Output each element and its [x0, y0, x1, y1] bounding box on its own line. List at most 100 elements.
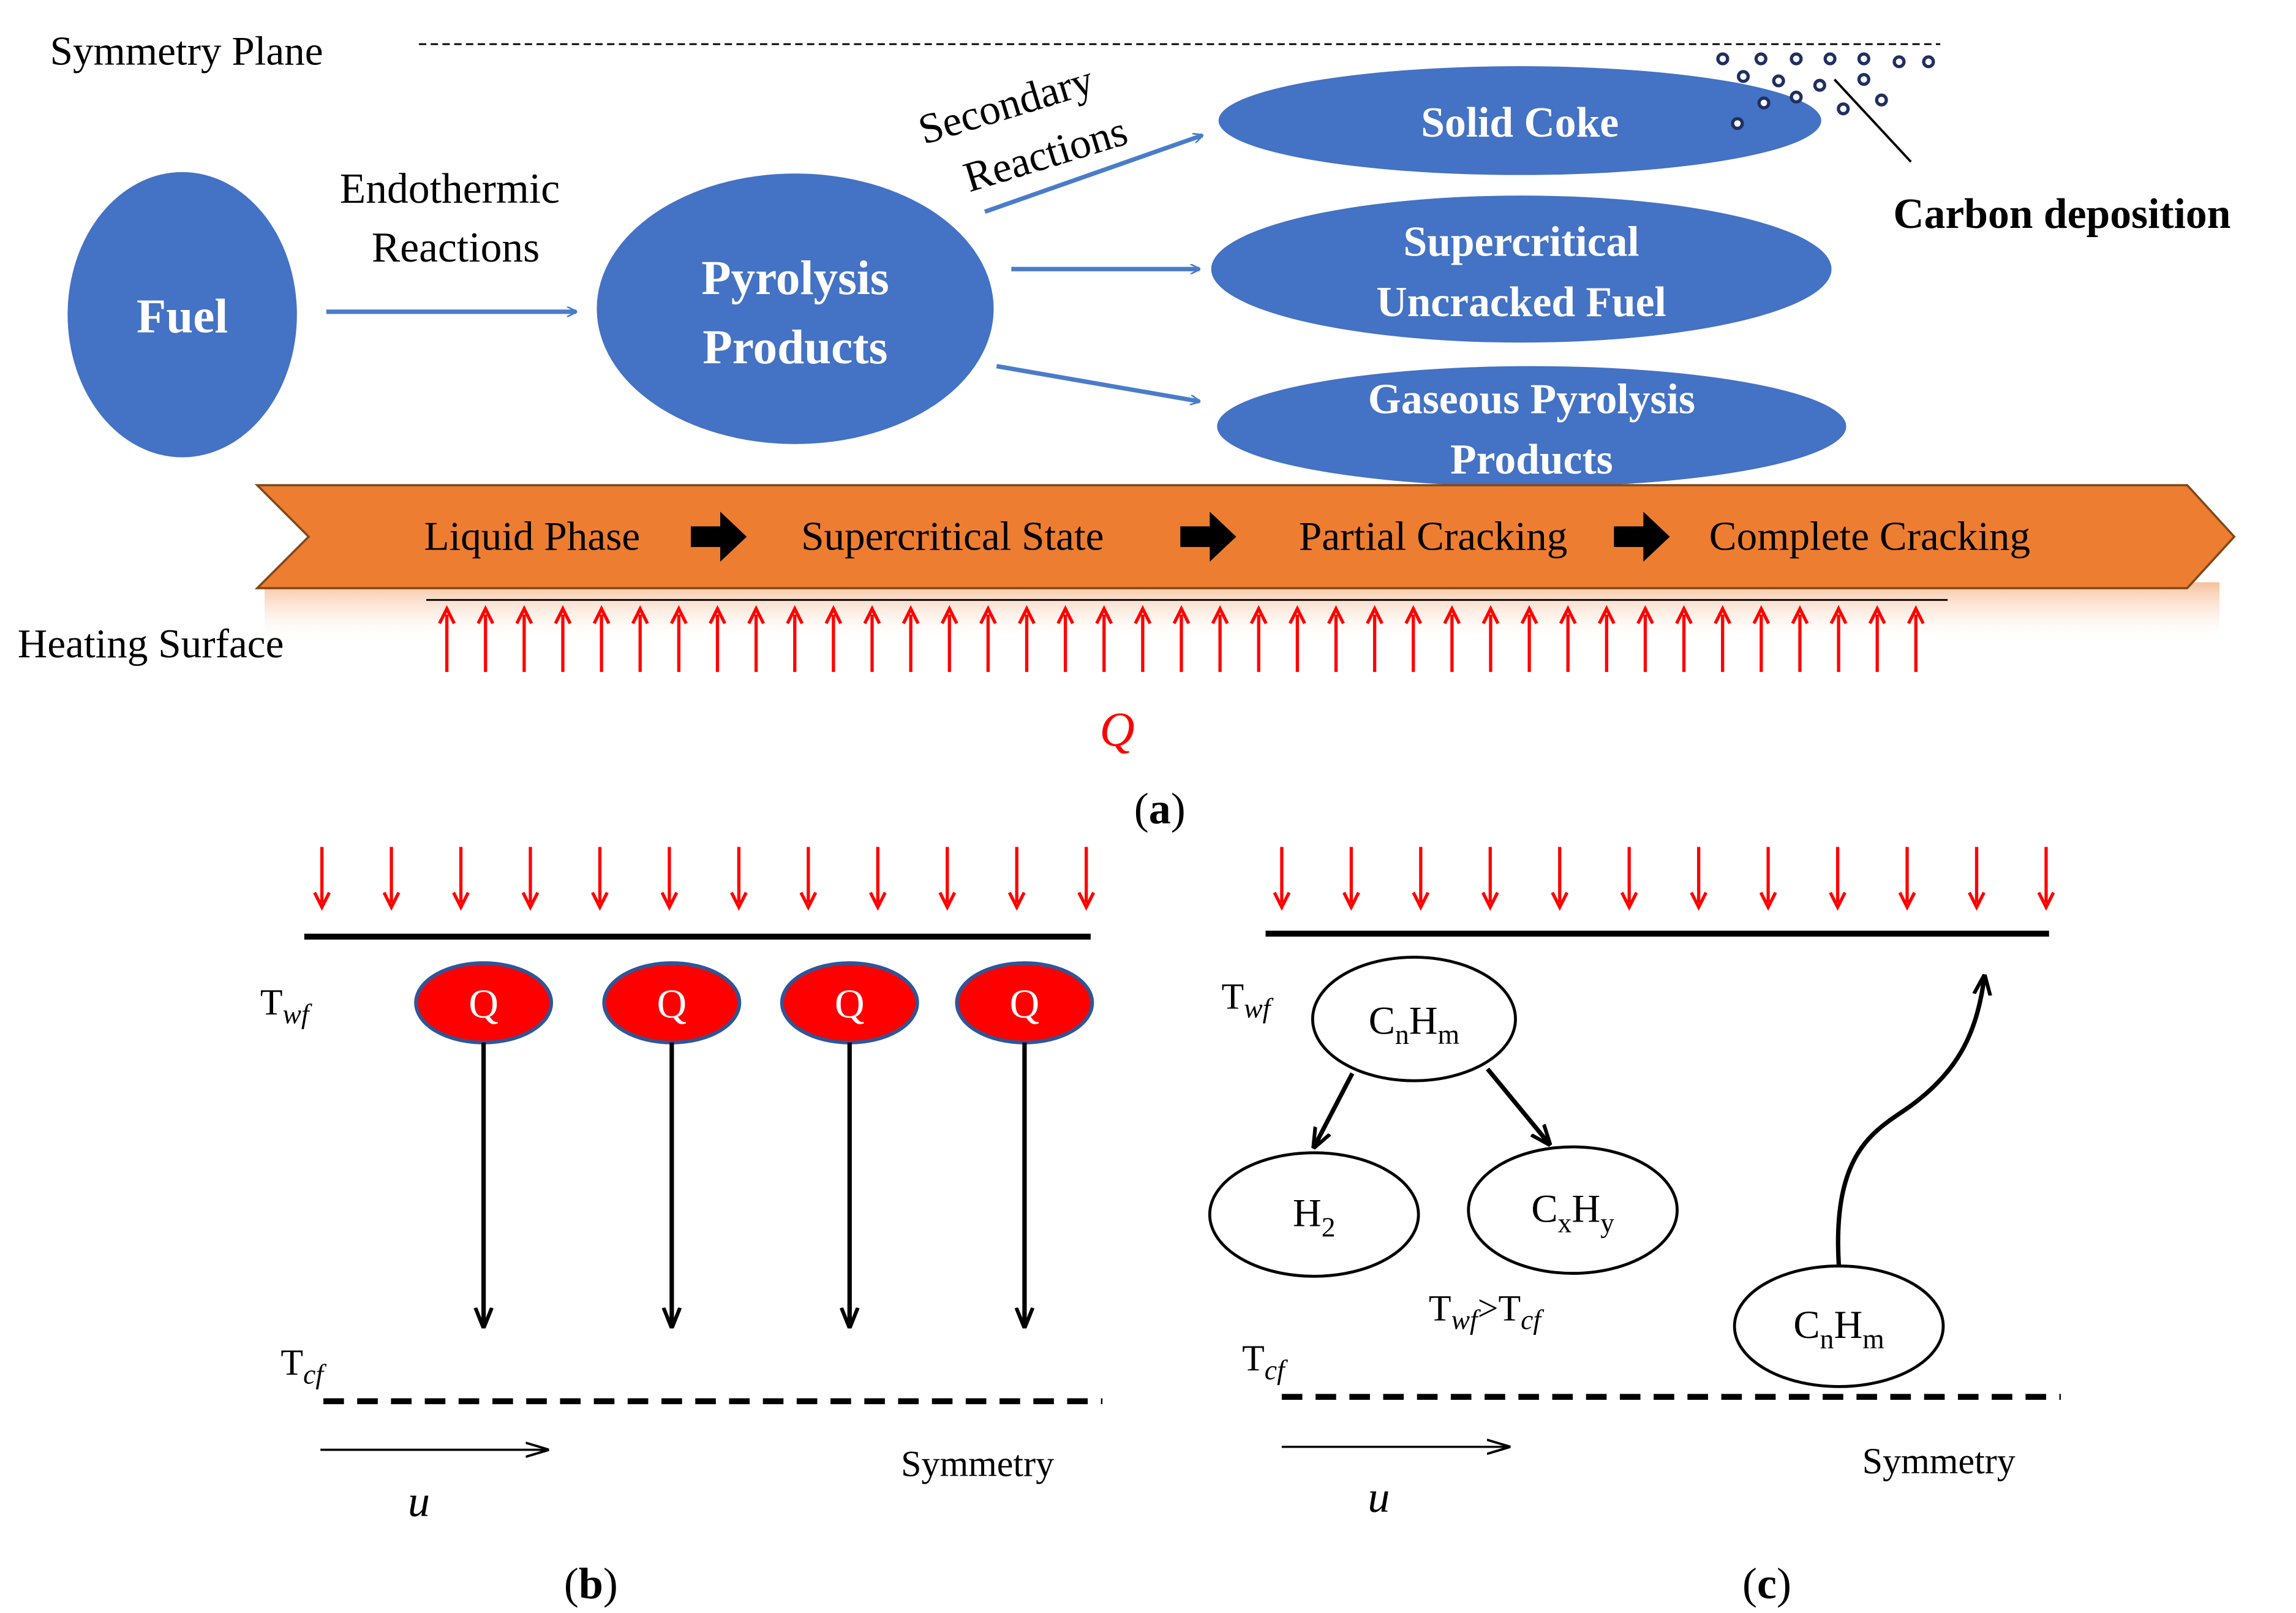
supercritical-label-line1: Supercritical: [1403, 219, 1639, 266]
t-core-label-c: Tcf: [1242, 1338, 1288, 1385]
heat-arrow-down: [1551, 847, 1569, 911]
pyrolysis-label-line1: Pyrolysis: [701, 251, 889, 305]
heat-arrow-up: [863, 605, 881, 672]
cnhm-label-core: CnHm: [1793, 1303, 1884, 1354]
cnhm-label-wall: CnHm: [1369, 999, 1459, 1050]
panel-a: Symmetry Plane Fuel Endothermic Reaction…: [18, 28, 2236, 833]
heat-arrow-up: [1752, 605, 1771, 672]
heat-arrow-up: [979, 605, 997, 672]
solid-coke-ellipse: [1218, 66, 1821, 175]
heat-arrow-down: [1007, 847, 1026, 911]
coke-particle: [1790, 52, 1803, 66]
secondary-reactions-label: Secondary Reactions: [913, 56, 1133, 202]
coke-particle: [1757, 96, 1771, 110]
coke-particle: [1731, 117, 1744, 130]
heat-arrow-up: [1056, 605, 1074, 672]
cnhm-molecule-wall: [1311, 956, 1517, 1082]
velocity-label-c: u: [1368, 1472, 1390, 1521]
heat-packet: Q: [414, 961, 554, 1326]
heat-arrow-down: [1077, 847, 1096, 911]
heat-packet: Q: [955, 961, 1094, 1326]
heat-arrow-up: [1095, 605, 1113, 672]
cxhy-molecule: [1467, 1145, 1679, 1275]
heat-arrow-down: [1481, 847, 1499, 911]
fuel-label: Fuel: [137, 289, 228, 343]
heat-flux-arrows-up: [438, 605, 1925, 672]
heat-arrow-down: [938, 847, 957, 911]
heat-arrow-up: [1597, 605, 1616, 672]
heat-arrow-up: [709, 605, 726, 672]
h2-molecule: [1208, 1151, 1420, 1278]
endothermic-label-line1: Endothermic: [340, 165, 560, 213]
heat-arrow-down: [313, 847, 331, 911]
coke-particle: [1736, 70, 1750, 83]
fuel-ellipse: [67, 172, 297, 458]
cxhy-label: CxHy: [1531, 1187, 1614, 1239]
heat-arrow-up: [1211, 605, 1229, 672]
heat-arrow-down: [730, 847, 748, 911]
heat-packet-label: Q: [835, 981, 865, 1027]
heat-arrow-up: [1906, 605, 1925, 672]
heat-arrow-up: [438, 605, 456, 672]
process-stage-band: [254, 484, 2236, 589]
heat-arrow-up: [1714, 605, 1732, 672]
heat-arrow-down: [1898, 847, 1916, 911]
heat-arrow-up: [670, 605, 688, 672]
pyrolysis-products-ellipse: [597, 173, 994, 444]
heat-packet-label: Q: [657, 981, 687, 1027]
heat-packet: Q: [602, 961, 742, 1326]
heat-arrow-up: [515, 605, 533, 672]
stage-partial-cracking: Partial Cracking: [1299, 513, 1567, 559]
heat-arrow-up: [1481, 605, 1500, 672]
heat-flux-arrows-down-c: [1273, 847, 2055, 911]
coke-particle: [1790, 90, 1803, 104]
coke-particle: [1772, 74, 1785, 88]
heat-arrow-down: [1690, 847, 1708, 911]
solid-coke-label: Solid Coke: [1421, 99, 1619, 146]
coke-particle: [1754, 52, 1767, 66]
heat-arrow-up: [786, 605, 804, 672]
heat-packet-label: Q: [1010, 981, 1040, 1027]
gaseous-label-line1: Gaseous Pyrolysis: [1368, 376, 1695, 423]
coke-particle: [1857, 73, 1870, 86]
symmetry-plane-label: Symmetry Plane: [50, 28, 323, 74]
diffusion-arrow-to-wall: [1835, 976, 1984, 1266]
heat-arrow-up: [1559, 605, 1577, 672]
heat-arrow-up: [476, 605, 495, 672]
heat-arrow-up: [1791, 605, 1809, 672]
heat-arrow-up: [1018, 605, 1036, 672]
heat-arrow-down: [2037, 847, 2055, 911]
coke-particle: [1837, 102, 1850, 116]
heat-arrow-up: [1520, 605, 1538, 672]
panel-c: Twf CnHm H2 CxHy Twf>Tcf CnHm Tcf u Symm…: [1208, 847, 2061, 1608]
heat-arrow-up: [1868, 605, 1886, 672]
heat-arrow-up: [1829, 605, 1848, 672]
coke-particle: [1875, 93, 1888, 107]
heat-arrow-up: [1172, 605, 1191, 672]
heat-arrow-up: [747, 605, 765, 672]
coke-particle: [1922, 55, 1935, 69]
stage-complete-cracking: Complete Cracking: [1709, 513, 2030, 559]
t-wall-label-c: Twf: [1222, 976, 1274, 1024]
gaseous-products-ellipse: [1217, 366, 1846, 487]
heat-arrow-down: [1412, 847, 1430, 911]
cracking-arrow-to-cxhy: [1486, 1067, 1549, 1144]
heat-arrow-down: [868, 847, 887, 911]
endothermic-label-line2: Reactions: [372, 224, 540, 271]
carbon-deposition-label: Carbon deposition: [1893, 191, 2230, 238]
temperature-relation: Twf>Tcf: [1429, 1288, 1544, 1335]
heat-arrow-up: [940, 605, 958, 672]
heating-glow: [265, 582, 2220, 635]
panel-c-caption: (c): [1742, 1559, 1791, 1608]
heat-arrow-up: [1636, 605, 1654, 672]
stage-arrow-3-icon: [1614, 512, 1670, 562]
heat-arrow-up: [554, 605, 572, 672]
stage-arrow-1-icon: [691, 512, 747, 562]
heating-surface-label: Heating Surface: [18, 621, 284, 667]
pyrolysis-label-line2: Products: [702, 320, 887, 374]
supercritical-fuel-ellipse: [1211, 195, 1832, 343]
supercritical-label-line2: Uncracked Fuel: [1376, 279, 1666, 326]
coke-particle: [1823, 52, 1837, 66]
